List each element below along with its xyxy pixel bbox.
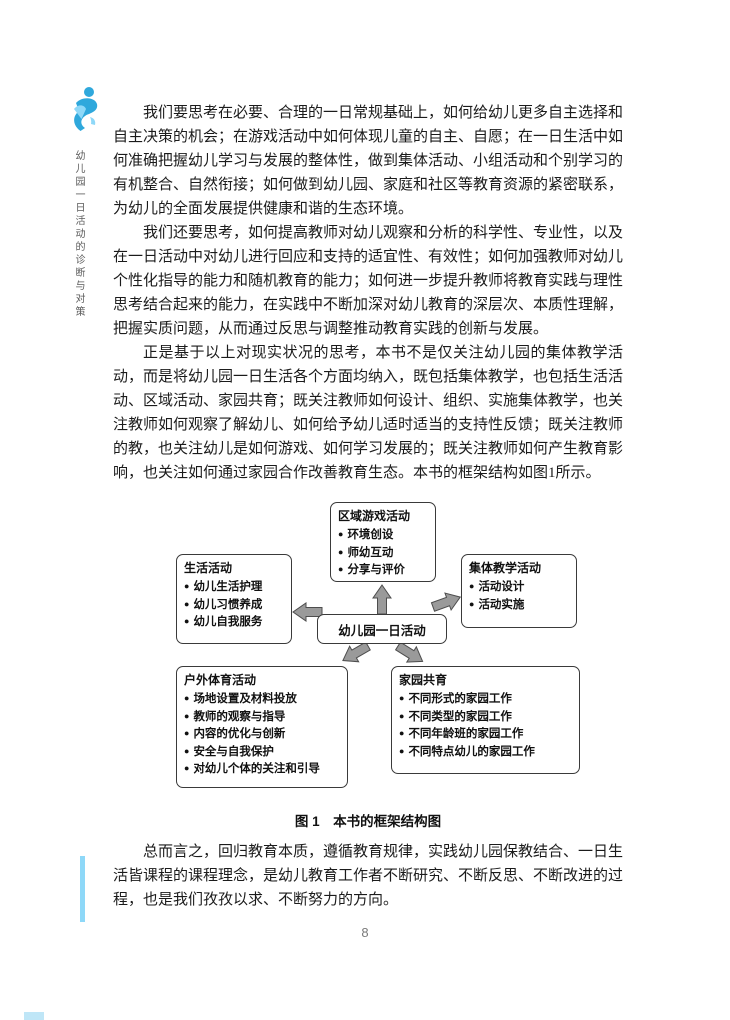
corner-mark [24, 1012, 44, 1020]
box-items: 不同形式的家园工作 不同类型的家园工作 不同年龄班的家园工作 不同特点幼儿的家园… [399, 690, 572, 760]
figure-caption: 图 1 本书的框架结构图 [294, 814, 442, 829]
box-items: 幼儿生活护理 幼儿习惯养成 幼儿自我服务 [184, 578, 284, 631]
diagram-box-region-play: 区域游戏活动 环境创设 师幼互动 分享与评价 [330, 502, 436, 582]
list-item: 环境创设 [338, 526, 428, 544]
list-item: 分享与评价 [338, 561, 428, 579]
list-item: 活动实施 [469, 596, 569, 614]
list-item: 对幼儿个体的关注和引导 [184, 760, 340, 778]
box-items: 场地设置及材料投放 教师的观察与指导 内容的优化与创新 安全与自我保护 对幼儿个… [184, 690, 340, 778]
list-item: 不同类型的家园工作 [399, 708, 572, 726]
list-item: 不同形式的家园工作 [399, 690, 572, 708]
book-title-vertical: 幼儿园一日活动的诊断与对策 [73, 150, 84, 319]
list-item: 幼儿习惯养成 [184, 596, 284, 614]
list-item: 安全与自我保护 [184, 743, 340, 761]
list-item: 幼儿生活护理 [184, 578, 284, 596]
box-title: 生活活动 [184, 561, 233, 575]
diagram-box-group-teaching: 集体教学活动 活动设计 活动实施 [461, 554, 577, 628]
list-item: 不同年龄班的家园工作 [399, 725, 572, 743]
list-item: 幼儿自我服务 [184, 613, 284, 631]
diagram-center-box: 幼儿园一日活动 [317, 614, 447, 644]
list-item: 内容的优化与创新 [184, 725, 340, 743]
box-title: 集体教学活动 [469, 561, 542, 575]
list-item: 不同特点幼儿的家园工作 [399, 743, 572, 761]
paragraph-2: 我们还要思考，如何提高教师对幼儿观察和分析的科学性、专业性，以及在一日活动中对幼… [113, 225, 624, 337]
child-figure-logo-icon [68, 84, 104, 132]
accent-bar [80, 856, 85, 922]
diagram-box-outdoor-sports: 户外体育活动 场地设置及材料投放 教师的观察与指导 内容的优化与创新 安全与自我… [176, 666, 348, 788]
list-item: 场地设置及材料投放 [184, 690, 340, 708]
diagram-box-home-cooperation: 家园共育 不同形式的家园工作 不同类型的家园工作 不同年龄班的家园工作 不同特点… [391, 666, 580, 774]
diagram-box-daily-life: 生活活动 幼儿生活护理 幼儿习惯养成 幼儿自我服务 [176, 554, 292, 644]
list-item: 师幼互动 [338, 544, 428, 562]
arrow-up-icon [372, 584, 392, 615]
paragraph-3: 正是基于以上对现实状况的思考，本书不是仅关注幼儿园的集体教学活动，而是将幼儿园一… [113, 345, 624, 481]
box-title: 家园共育 [399, 673, 448, 687]
list-item: 教师的观察与指导 [184, 708, 340, 726]
page-number: 8 [361, 925, 369, 940]
closing-paragraph: 总而言之，回归教育本质，遵循教育规律，实践幼儿园保教结合、一日生活皆课程的课程理… [113, 844, 624, 908]
box-title: 户外体育活动 [184, 673, 257, 687]
box-title: 区域游戏活动 [338, 509, 411, 523]
arrow-right-icon [430, 592, 462, 612]
box-items: 环境创设 师幼互动 分享与评价 [338, 526, 428, 579]
list-item: 活动设计 [469, 578, 569, 596]
paragraph-1: 我们要思考在必要、合理的一日常规基础上，如何给幼儿更多自主选择和自主决策的机会；… [113, 105, 624, 217]
framework-diagram: 区域游戏活动 环境创设 师幼互动 分享与评价 生活活动 幼儿生活护理 幼儿习惯养… [170, 496, 585, 792]
box-items: 活动设计 活动实施 [469, 578, 569, 613]
main-content: 我们要思考在必要、合理的一日常规基础上，如何给幼儿更多自主选择和自主决策的机会；… [113, 101, 623, 912]
